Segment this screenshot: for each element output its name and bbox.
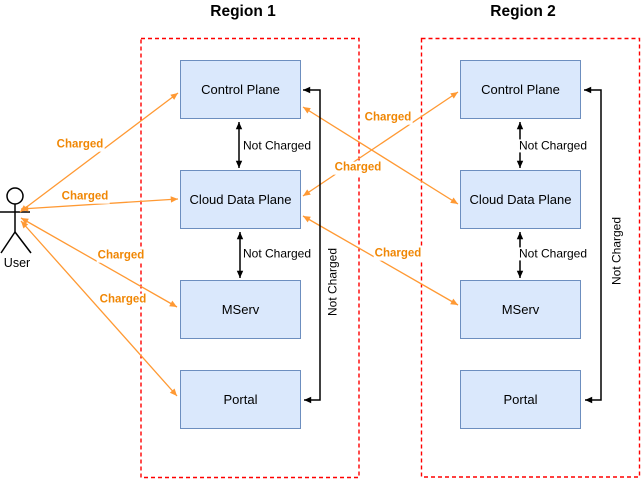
region-1-title: Region 1: [210, 3, 276, 20]
edge-label-r1-cdp-r2-mserv: Charged: [373, 247, 423, 261]
edge-user-r1-portal: [20, 220, 178, 397]
edge-label-r1-cdp-mserv: Not Charged: [241, 246, 313, 261]
edge-label-r1-cp-cdp: Not Charged: [241, 138, 313, 153]
edge-r1-control-plane-r1-portal: [303, 86, 321, 404]
edge-r1-cloud-data-plane-r2-mserv: [302, 215, 459, 306]
edge-label-user-r1-mserv: Charged: [96, 249, 146, 263]
edge-user-r1-control-plane: [19, 92, 179, 213]
region-2-title: Region 2: [490, 3, 556, 20]
user-actor-label: User: [3, 256, 31, 270]
edge-label-user-r1-control-plane: Charged: [55, 138, 105, 152]
r1-portal-node: Portal: [180, 370, 301, 429]
edge-label-r1-cp-r2-cloud-data-plane: Charged: [333, 161, 383, 175]
r1-mserv-node: MServ: [180, 280, 301, 339]
edge-r1-cloud-data-plane-r2-control-plane: [302, 91, 459, 197]
edge-label-r1-cp-portal: Not Charged: [325, 246, 340, 318]
edge-r2-control-plane-r2-portal: [584, 86, 602, 404]
r2-cloud-data-plane-node: Cloud Data Plane: [460, 170, 581, 229]
edge-label-r1-cdp-r2-control-plane: Charged: [363, 111, 413, 125]
edge-label-user-r1-portal: Charged: [98, 293, 148, 307]
edge-r1-control-plane-r2-cloud-data-plane: [302, 106, 459, 205]
edge-label-r2-cp-portal: Not Charged: [609, 215, 624, 287]
edge-label-r2-cdp-mserv: Not Charged: [517, 246, 589, 261]
edge-label-r2-cp-cdp: Not Charged: [517, 138, 589, 153]
r1-control-plane-node: Control Plane: [180, 60, 301, 119]
r1-cloud-data-plane-node: Cloud Data Plane: [180, 170, 301, 229]
r2-control-plane-node: Control Plane: [460, 60, 581, 119]
r2-portal-node: Portal: [460, 370, 581, 429]
edge-user-r1-cloud-data-plane: [20, 196, 179, 212]
r2-mserv-node: MServ: [460, 280, 581, 339]
edge-label-user-r1-cloud-data-plane: Charged: [60, 190, 110, 204]
